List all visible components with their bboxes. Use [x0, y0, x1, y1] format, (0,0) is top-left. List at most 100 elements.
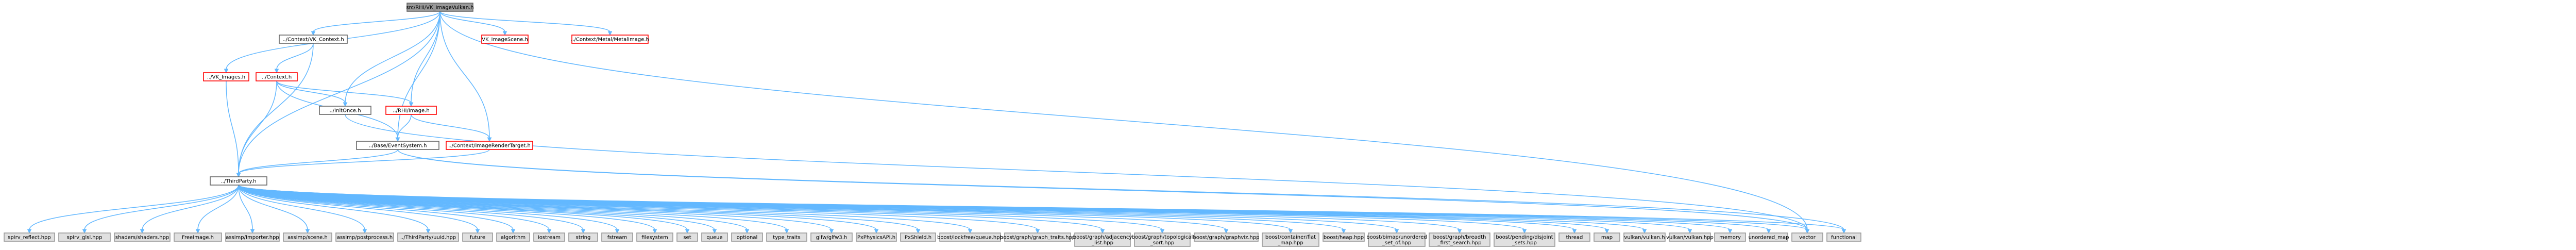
node-l3: FreeImage.h [174, 232, 222, 242]
edge-renderpass-to-thirdparty [236, 149, 490, 178]
node-label: VK_ImageScene.h [482, 37, 528, 43]
node-label: memory [1719, 235, 1741, 241]
edge-rhiimage-to-renderpass [411, 114, 492, 142]
node-events[interactable]: ../Base/EventSystem.h [356, 141, 439, 150]
node-label: boost/pending/disjoint [1496, 235, 1553, 240]
node-label: iostream [538, 235, 561, 241]
node-l34: vulkan/vulkan.hpp [1666, 232, 1714, 242]
node-label: ../ThirdParty.h [221, 179, 257, 185]
node-l26: boost/container/flat_map.hpp [1262, 232, 1319, 247]
node-l29: boost/graph/breadth_first_search.hpp [1429, 232, 1490, 247]
node-l2: shaders/shaders.hpp [114, 232, 171, 242]
edge-thirdparty-to-l12 [238, 185, 620, 234]
node-label: assimp/Importer.hpp [226, 235, 279, 241]
edge-layer [27, 11, 1846, 234]
node-label: boost/graph/graph_traits.hpp [1000, 235, 1075, 241]
node-l20: PxShield.h [900, 232, 936, 242]
node-box [900, 232, 936, 242]
node-renderpass[interactable]: ../Context/ImageRenderTarget.h [446, 141, 533, 150]
node-label: FreeImage.h [182, 235, 214, 241]
node-box [385, 106, 437, 115]
node-l4: assimp/Importer.hpp [225, 232, 280, 242]
node-box [1594, 232, 1620, 242]
node-box [1323, 232, 1365, 242]
node-box [1826, 232, 1861, 242]
node-box [856, 232, 897, 242]
edge-root-to-metal [439, 11, 613, 36]
node-box [256, 72, 298, 81]
node-box [731, 232, 763, 242]
edge-rhiimage-to-events [395, 114, 412, 142]
node-l12: fstream [601, 232, 633, 242]
node-rhiimage[interactable]: ../RHI/Image.h [385, 106, 437, 115]
node-label: boost/graph/graphviz.hpp [1193, 235, 1259, 241]
node-l28: boost/bimap/unordered_set_of.hpp [1366, 232, 1427, 247]
edge-thirdparty-to-l0 [27, 185, 239, 234]
node-label: boost/graph/adjacency [1073, 235, 1132, 240]
node-label: ../VK_Images.h [207, 75, 245, 80]
edge-root-to-l37 [439, 11, 1810, 234]
edge-thirdparty-to-l3 [195, 185, 239, 234]
node-box [356, 141, 439, 150]
edge-context-to-rhiimage [276, 80, 414, 107]
edge-contextvk-to-thirdparty [236, 43, 314, 178]
edge-context-to-initbase [276, 80, 348, 107]
node-metal[interactable]: ../Context/Metal/MetalImage.h [571, 35, 649, 44]
node-l19: PxPhysicsAPI.h [856, 232, 897, 242]
node-box [1074, 232, 1131, 247]
node-box [210, 176, 267, 186]
node-l22: boost/graph/graph_traits.hpp [1000, 232, 1075, 242]
node-label: _set_of.hpp [1382, 240, 1411, 246]
node-initbase[interactable]: ../InitOnce.h [319, 106, 371, 115]
node-label: _map.hpp [1277, 240, 1303, 246]
node-label: PxShield.h [905, 235, 931, 241]
node-vkimage[interactable]: VK_ImageScene.h [481, 35, 529, 44]
node-l33: vulkan/vulkan.h [1623, 232, 1666, 242]
edge-thirdparty-to-l11 [238, 185, 586, 234]
edge-root-to-renderpass [439, 11, 492, 142]
edge-thirdparty-to-l9 [238, 185, 516, 234]
node-label: ../Context/VK_Context.h [282, 37, 344, 43]
node-box [636, 232, 673, 242]
node-label: _sort.hpp [1150, 240, 1175, 246]
node-box [174, 232, 222, 242]
node-l37: vector [1791, 232, 1823, 242]
node-label: future [470, 235, 485, 241]
node-label: ../InitOnce.h [329, 108, 361, 114]
node-label: ../Base/EventSystem.h [369, 143, 427, 149]
node-label: glfw/glfw3.h [816, 235, 848, 241]
node-box [462, 232, 493, 242]
node-l25: boost/graph/graphviz.hpp [1193, 232, 1260, 242]
edge-root-to-rhiimage [409, 11, 440, 107]
node-box [676, 232, 698, 242]
node-box [568, 232, 598, 242]
node-l6: assimp/postprocess.h [335, 232, 394, 242]
node-box [1749, 232, 1788, 242]
edge-context-to-thirdparty [236, 80, 277, 178]
node-label: vulkan/vulkan.hpp [1666, 235, 1714, 241]
node-l23: boost/graph/adjacency_list.hpp [1073, 232, 1132, 247]
node-l7: ../ThirdParty/uuid.hpp [397, 232, 459, 242]
edge-contextvk-to-context [274, 43, 314, 74]
node-label: boost/container/flat [1265, 235, 1316, 240]
edge-thirdparty-to-l38 [238, 185, 1846, 234]
edge-thirdparty-to-l5 [238, 185, 310, 234]
node-box [1494, 232, 1555, 247]
node-root[interactable]: src/RHI/VK_ImageVulkan.h [406, 3, 474, 12]
node-label: queue [706, 235, 722, 241]
node-label: string [576, 235, 591, 241]
node-label: fstream [607, 235, 628, 241]
node-context[interactable]: ../Context.h [256, 72, 298, 81]
node-l5: assimp/scene.h [283, 232, 332, 242]
node-box [810, 232, 853, 242]
node-box [939, 232, 1001, 242]
node-label: boost/lockfree/queue.hpp [937, 235, 1003, 241]
node-label: PxPhysicsAPI.h [857, 235, 895, 241]
node-label: _sets.hpp [1512, 240, 1537, 246]
node-label: assimp/scene.h [287, 235, 328, 241]
node-box [766, 232, 807, 242]
node-vkimages[interactable]: ../VK_Images.h [203, 72, 249, 81]
node-box [1714, 232, 1746, 242]
node-contextvk[interactable]: ../Context/VK_Context.h [279, 35, 348, 44]
node-thirdparty[interactable]: ../ThirdParty.h [210, 176, 267, 186]
